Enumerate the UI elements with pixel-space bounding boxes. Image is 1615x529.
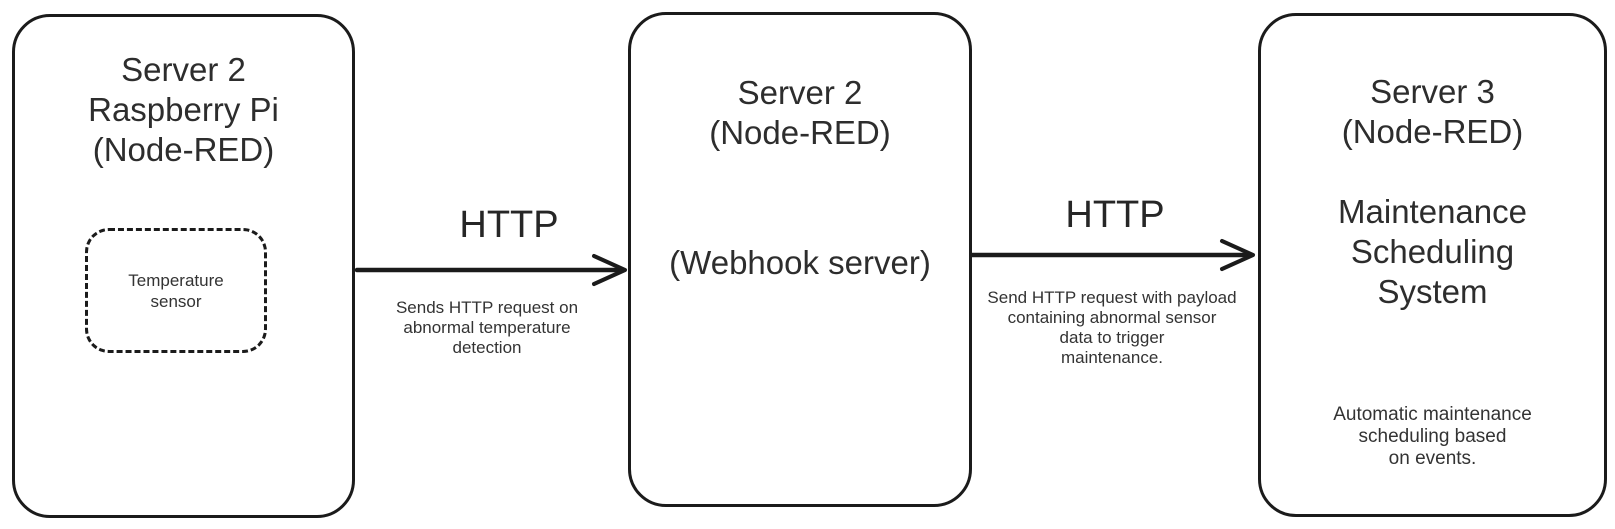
sensor-label-line2: sensor: [150, 291, 202, 311]
maintenance-system-title: Maintenance Scheduling System: [1261, 192, 1604, 312]
edge1-desc-line2: abnormal temperature: [403, 318, 571, 337]
system-title-line3: System: [1377, 273, 1488, 310]
edge2-http-label: HTTP: [1065, 194, 1165, 236]
node-server2-raspberry-pi: Server 2 Raspberry Pi (Node-RED) Tempera…: [12, 14, 355, 518]
node2-title-line2: (Node-RED): [709, 114, 891, 151]
arrow-http-2: [968, 239, 1255, 271]
webhook-server-label: (Webhook server): [669, 244, 931, 281]
node3-title: Server 3 (Node-RED): [1261, 16, 1604, 152]
node3-note: Automatic maintenance scheduling based o…: [1261, 404, 1604, 470]
node1-title-line3: (Node-RED): [92, 131, 275, 168]
sensor-label-line1: Temperature: [128, 270, 224, 290]
node2-title: Server 2 (Node-RED): [631, 15, 969, 153]
temperature-sensor-box: Temperature sensor: [85, 228, 267, 353]
arrow-http-1: [354, 254, 627, 286]
node1-title-line2: Raspberry Pi: [88, 91, 279, 128]
node1-title-line1: Server 2: [121, 51, 246, 88]
system-title-line1: Maintenance: [1338, 193, 1527, 230]
node3-note-line2: scheduling based: [1358, 426, 1507, 447]
node3-title-line1: Server 3: [1370, 73, 1495, 110]
edge1-desc-line3: detection: [452, 338, 522, 357]
edge2-desc-line1: Send HTTP request with payload: [987, 288, 1237, 307]
node3-note-line3: on events.: [1388, 448, 1477, 469]
node2-title-line1: Server 2: [737, 74, 863, 111]
node-server2-webhook: Server 2 (Node-RED) (Webhook server): [628, 12, 972, 507]
node1-title: Server 2 Raspberry Pi (Node-RED): [15, 17, 352, 170]
edge1-desc-line1: Sends HTTP request on: [395, 298, 579, 317]
edge1-http-label: HTTP: [459, 204, 559, 246]
edge2-desc-line4: maintenance.: [1060, 348, 1164, 367]
edge2-desc-line2: containing abnormal sensor: [1007, 308, 1217, 327]
edge2-description: Send HTTP request with payload containin…: [962, 288, 1262, 368]
edge2-desc-line3: data to trigger: [1059, 328, 1165, 347]
temperature-sensor-label: Temperature sensor: [128, 270, 223, 312]
system-title-line2: Scheduling: [1350, 233, 1515, 270]
node-server3-maintenance: Server 3 (Node-RED) Maintenance Scheduli…: [1258, 13, 1607, 517]
node3-title-line2: (Node-RED): [1341, 113, 1524, 150]
node3-note-line1: Automatic maintenance: [1333, 404, 1532, 425]
edge1-description: Sends HTTP request on abnormal temperatu…: [337, 298, 637, 358]
